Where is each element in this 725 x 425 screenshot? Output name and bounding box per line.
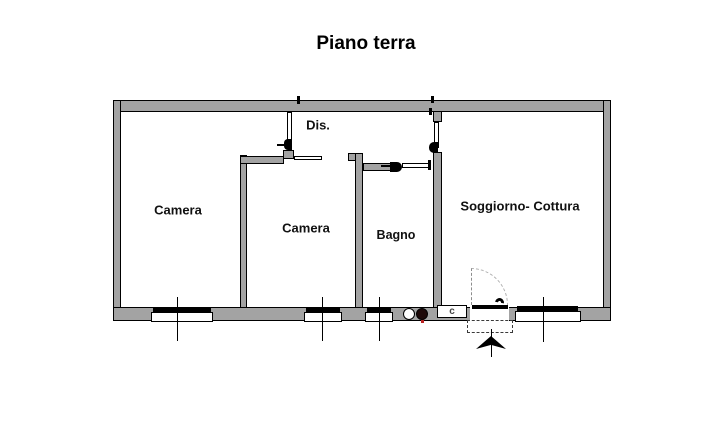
window-camera2-bar [306, 307, 340, 312]
wall-tick [429, 108, 432, 115]
door-stop-line [381, 165, 390, 167]
door-stop-bagno [390, 162, 402, 172]
entrance-opening [470, 305, 509, 321]
fixture-circle-white-icon [403, 308, 415, 320]
room-label-camera2: Camera [282, 220, 330, 236]
entrance-axis-line [491, 329, 492, 357]
wall-tick [297, 96, 300, 104]
window-camera2-axis [322, 297, 323, 341]
door-stop-camera2 [284, 139, 292, 150]
vent-marker: c [449, 306, 455, 317]
window-soggiorno-axis [543, 297, 544, 342]
window-soggiorno-bar [517, 306, 578, 311]
room-label-bagno: Bagno [376, 228, 416, 242]
window-camera2-sill [304, 312, 342, 322]
door-sill-camera2 [294, 156, 322, 160]
door-stop-soggiorno [429, 142, 438, 153]
outer-wall-left [113, 100, 121, 321]
door-leaf-bagno [402, 163, 429, 168]
room-label-soggiorno: Soggiorno- Cottura [460, 198, 580, 214]
window-camera1-bar [153, 307, 211, 312]
entrance-landing-dashed [467, 320, 513, 333]
entrance-threshold [472, 305, 508, 309]
window-camera1-sill [151, 312, 213, 322]
fixture-vent-box: c [437, 305, 467, 318]
wall-camera1-right [240, 155, 247, 308]
window-camera1-axis [177, 297, 178, 341]
window-bagno-axis [379, 297, 380, 341]
fixture-red-tick [421, 318, 424, 323]
wall-door-pedestal [283, 150, 294, 159]
door-end-tick [428, 160, 431, 170]
outer-wall-right [603, 100, 611, 321]
wall-stub-soggiorno [433, 111, 442, 122]
outer-wall-top [113, 100, 611, 112]
wall-bagno-soggiorno [433, 152, 442, 308]
wall-tick [431, 96, 434, 103]
room-label-camera1: Camera [154, 202, 202, 218]
fixture-circle-dark-icon [416, 308, 428, 320]
page-title: Piano terra [316, 33, 416, 54]
wall-camera2-top [240, 156, 284, 164]
window-soggiorno-sill [515, 311, 581, 322]
wall-camera2-bagno [355, 153, 363, 308]
room-label-disimpegno: Dis. [306, 117, 330, 133]
door-stop-line [277, 144, 285, 146]
